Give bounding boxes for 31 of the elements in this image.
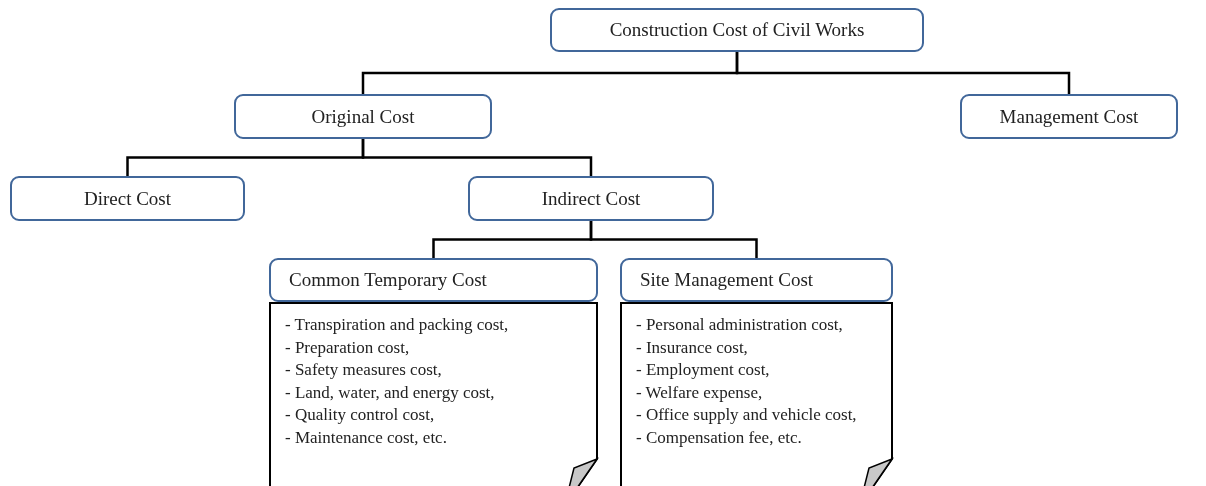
connector-line	[361, 139, 593, 176]
category-box	[269, 258, 598, 302]
connector-line	[589, 221, 758, 258]
node-label: Indirect Cost	[541, 187, 641, 210]
node-label: Management Cost	[999, 105, 1139, 128]
category-box	[960, 94, 1178, 139]
category-box	[620, 258, 893, 302]
list-item: - Preparation cost,	[285, 336, 411, 359]
list-item: - Compensation fee, etc.	[636, 426, 803, 449]
note-card	[620, 302, 893, 486]
note-card	[269, 302, 598, 486]
node-label: Site Management Cost	[640, 269, 814, 291]
list-item: - Maintenance cost, etc.	[285, 426, 448, 449]
list-item: - Safety measures cost,	[285, 359, 443, 381]
category-box	[10, 176, 245, 221]
list-item: - Insurance cost,	[636, 336, 749, 359]
connector-line	[735, 52, 1071, 94]
list-item: - Land, water, and energy cost,	[285, 381, 496, 404]
list-item: - Quality control cost,	[285, 404, 436, 426]
list-item: - Office supply and vehicle cost,	[636, 404, 858, 426]
node-label: Original Cost	[311, 105, 415, 128]
category-box	[550, 8, 924, 52]
node-label: Construction Cost of Civil Works	[609, 19, 865, 41]
list-item: - Transpiration and packing cost,	[285, 314, 510, 336]
list-item: - Employment cost,	[636, 359, 771, 381]
node-label: Common Temporary Cost	[289, 269, 487, 291]
list-item: - Welfare expense,	[636, 381, 764, 404]
category-box	[234, 94, 492, 139]
node-label: Direct Cost	[83, 187, 172, 210]
list-item: - Personal administration cost,	[636, 314, 844, 336]
category-box	[468, 176, 714, 221]
